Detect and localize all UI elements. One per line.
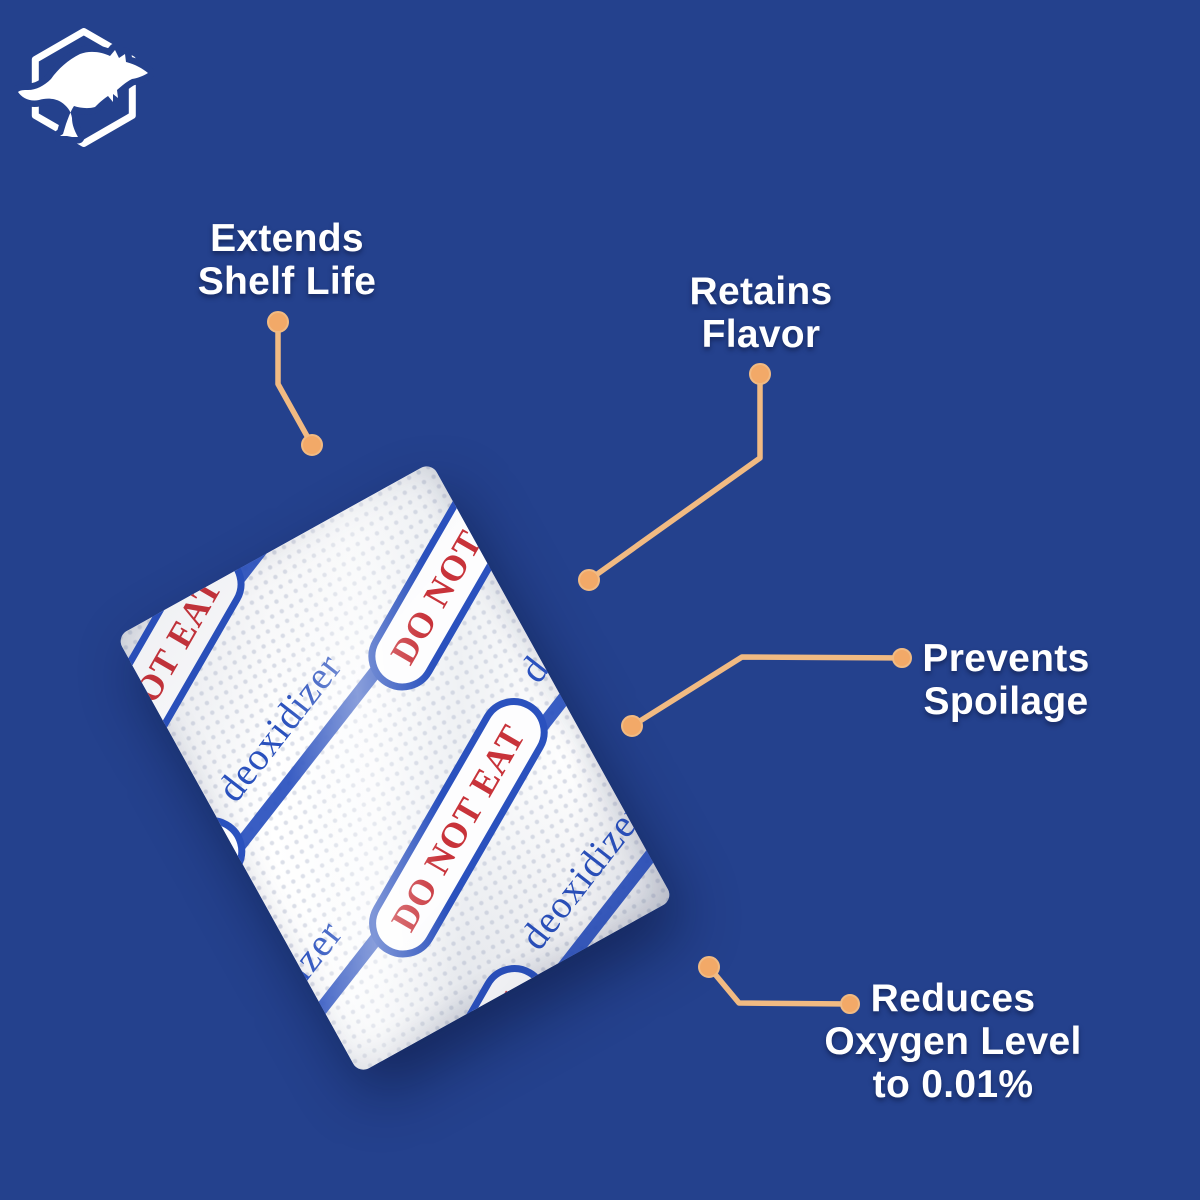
connector-dot bbox=[301, 434, 323, 456]
connector-dot bbox=[840, 994, 860, 1014]
callout-line: Shelf Life bbox=[197, 260, 377, 303]
connector-extends-shelf-life bbox=[267, 311, 323, 456]
connector-dot bbox=[892, 648, 912, 668]
callout-line: Oxygen Level bbox=[824, 1020, 1082, 1063]
connector-retains-flavor bbox=[578, 363, 771, 591]
connector-line bbox=[706, 964, 853, 1007]
connector-dot bbox=[267, 311, 289, 333]
connector-line bbox=[275, 319, 315, 448]
connector-dot bbox=[621, 715, 643, 737]
callout-line: Spoilage bbox=[923, 680, 1089, 723]
connector-line bbox=[586, 371, 763, 583]
connector-dot bbox=[578, 569, 600, 591]
connector-line bbox=[629, 654, 905, 729]
kangaroo-hexagon-logo bbox=[14, 28, 154, 147]
callout-line: Flavor bbox=[701, 313, 821, 356]
connector-dot bbox=[749, 363, 771, 385]
connector-dot bbox=[698, 956, 720, 978]
kangaroo-icon bbox=[18, 50, 148, 137]
connector-reduces-oxygen bbox=[698, 956, 860, 1014]
callout-reduces-oxygen: Reduces Oxygen Level to 0.01% bbox=[824, 977, 1081, 1106]
callout-prevents-spoilage: Prevents Spoilage bbox=[922, 637, 1089, 723]
callout-line: to 0.01% bbox=[872, 1063, 1034, 1106]
callout-line: Retains bbox=[689, 270, 833, 313]
callout-retains-flavor: Retains Flavor bbox=[690, 270, 833, 356]
callout-line: Extends bbox=[210, 217, 364, 260]
callout-line: Prevents bbox=[922, 637, 1090, 680]
connector-prevents-spoilage bbox=[621, 648, 912, 737]
callout-line: Reduces bbox=[870, 977, 1036, 1020]
callout-extends-shelf-life: Extends Shelf Life bbox=[198, 217, 377, 303]
